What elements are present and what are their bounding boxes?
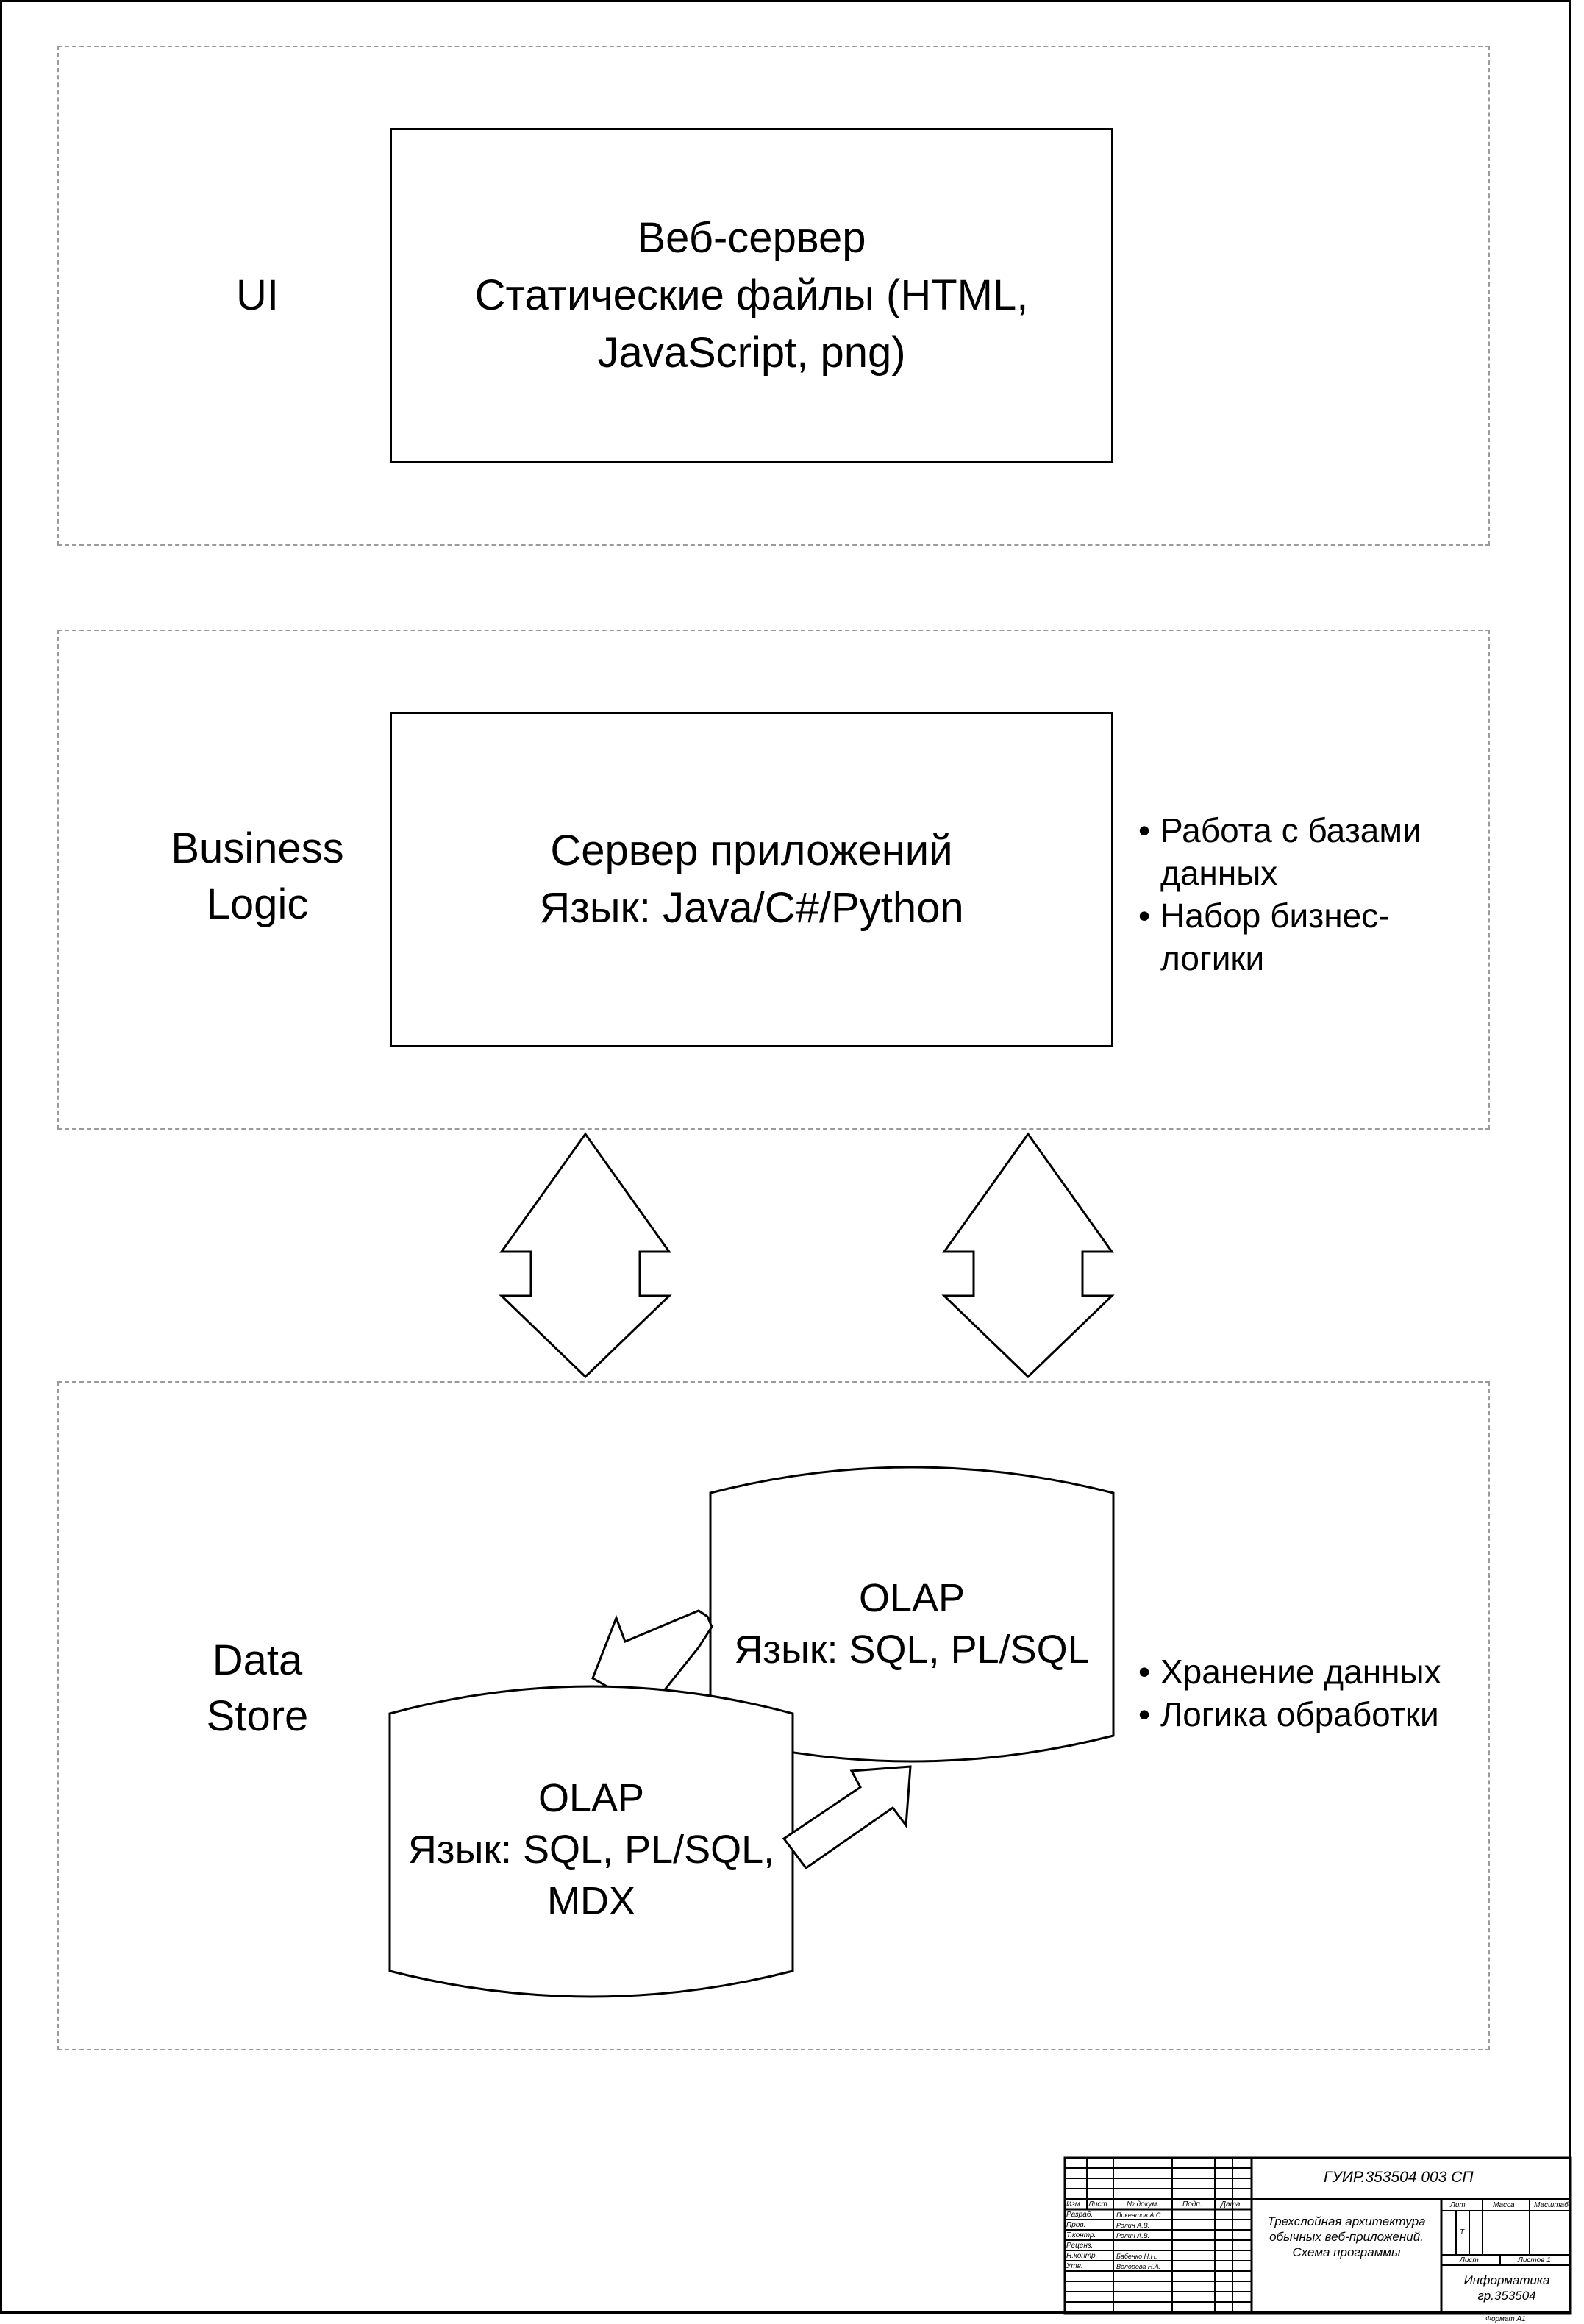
lit-value: Т: [1460, 2228, 1465, 2236]
role-prov: Пров.: [1066, 2221, 1086, 2229]
role-razrab: Разраб.: [1066, 2211, 1094, 2219]
mass-head: Масса: [1493, 2201, 1515, 2209]
app-server-line-2: Язык: Java/C#/Python: [539, 884, 964, 932]
format-label: Формат А1: [1485, 2315, 1526, 2323]
business-layer-label: Business Logic: [147, 821, 368, 933]
doc-title-line: Трехслойная архитектура: [1267, 2214, 1426, 2228]
web-server-line-3: JavaScript, png): [597, 329, 906, 377]
bullet-text: Набор бизнес-: [1160, 897, 1390, 935]
col-izm: Изм: [1066, 2200, 1080, 2209]
name-razrab: Пикентов А.С.: [1116, 2211, 1163, 2219]
bullet-text: Работа с базами: [1160, 811, 1421, 849]
col-list: Лист: [1088, 2200, 1107, 2209]
org-line: гр.353504: [1477, 2289, 1536, 2303]
app-server-line-1: Сервер приложений: [550, 827, 953, 874]
olap-db-back: [709, 1466, 1115, 1763]
olap-db-front: [388, 1685, 794, 1998]
doc-title-line: Схема программы: [1292, 2245, 1401, 2259]
data-layer-label: Data Store: [147, 1633, 368, 1744]
col-sign: Подп.: [1182, 2200, 1202, 2209]
sheet-label: Лист: [1460, 2256, 1479, 2264]
olap-back-text: OLAP Язык: SQL, PL/SQL: [710, 1572, 1113, 1675]
olap-front-line-1: OLAP: [538, 1776, 645, 1820]
bullet-text: логики: [1160, 939, 1265, 977]
name-prov: Ролин А.В.: [1116, 2222, 1150, 2229]
olap-front-line-3: MDX: [547, 1879, 635, 1923]
org-block: Информатика гр.353504: [1443, 2273, 1571, 2303]
app-server-box: Сервер приложений Язык: Java/C#/Python: [390, 712, 1113, 1047]
name-utv: Волорова Н.А.: [1116, 2263, 1161, 2270]
up-down-arrow-right: [941, 1132, 1115, 1379]
doc-title-line: обычных веб-приложений.: [1269, 2230, 1424, 2244]
bullet-text: Логика обработки: [1160, 1695, 1439, 1733]
business-logic-layer: [57, 630, 1490, 1130]
business-bullet: Набор бизнес- логики: [1138, 894, 1477, 980]
doc-code: ГУИР.353504 003 СП: [1324, 2169, 1474, 2186]
role-utv: Утв.: [1066, 2262, 1083, 2270]
web-server-box: Веб-сервер Статические файлы (HTML, Java…: [390, 128, 1113, 463]
web-server-line-1: Веб-сервер: [637, 214, 866, 262]
web-server-line-2: Статические файлы (HTML,: [474, 271, 1029, 319]
col-date: Дата: [1221, 2200, 1241, 2209]
data-label-line-1: Data: [212, 1636, 303, 1684]
col-doc: № докум.: [1127, 2200, 1160, 2209]
data-bullet: Хранение данных: [1138, 1650, 1491, 1693]
bullet-text: Хранение данных: [1160, 1653, 1441, 1691]
role-tkontr: Т.контр.: [1066, 2231, 1096, 2239]
bullet-text: данных: [1160, 854, 1278, 892]
olap-back-line-2: Язык: SQL, PL/SQL: [734, 1628, 1090, 1672]
olap-front-text: OLAP Язык: SQL, PL/SQL, MDX: [390, 1772, 793, 1927]
business-label-line-2: Logic: [206, 880, 309, 928]
doc-title: Трехслойная архитектура обычных веб-прил…: [1253, 2214, 1440, 2260]
role-recenz: Реценз.: [1066, 2242, 1094, 2250]
org-line: Информатика: [1463, 2273, 1550, 2287]
data-bullet: Логика обработки: [1138, 1693, 1491, 1736]
sheets-label: Листов 1: [1518, 2256, 1551, 2264]
lit-head: Лит.: [1450, 2201, 1468, 2209]
business-label-line-1: Business: [171, 824, 344, 872]
olap-front-line-2: Язык: SQL, PL/SQL,: [407, 1828, 775, 1872]
ui-label-line: UI: [236, 271, 279, 319]
scale-head: Масштаб: [1534, 2201, 1569, 2209]
name-tkontr: Ролин А.В.: [1116, 2232, 1150, 2239]
data-bullets: Хранение данных Логика обработки: [1138, 1650, 1491, 1736]
arrow-back-to-front: [591, 1609, 713, 1711]
business-bullets: Работа с базами данных Набор бизнес- лог…: [1138, 809, 1477, 980]
olap-back-line-1: OLAP: [858, 1576, 966, 1620]
data-label-line-2: Store: [206, 1692, 309, 1740]
arrow-front-to-back: [782, 1765, 912, 1870]
role-nkontr: Н.контр.: [1066, 2252, 1098, 2260]
ui-layer-label: UI: [184, 268, 331, 324]
up-down-arrow-left: [499, 1132, 672, 1379]
ui-layer: [57, 46, 1490, 546]
business-bullet: Работа с базами данных: [1138, 809, 1477, 894]
name-nkontr: Бабенко Н.Н.: [1116, 2253, 1157, 2260]
